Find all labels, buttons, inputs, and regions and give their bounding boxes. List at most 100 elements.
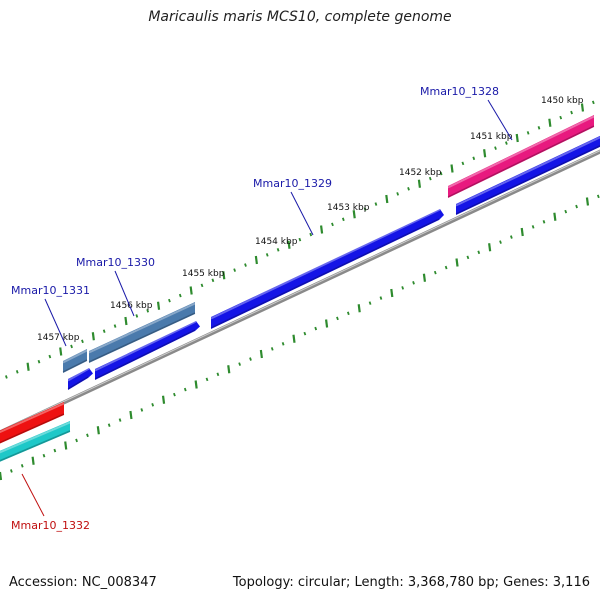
gene-bar-mmar10-1332[interactable] (0, 402, 65, 448)
ruler-tick (531, 225, 535, 229)
gene-callout-line (487, 99, 513, 141)
ruler-tick (580, 103, 585, 112)
ruler-tick (499, 240, 502, 244)
ruler-tick (26, 362, 30, 371)
ruler-tick (396, 192, 400, 196)
gene-label[interactable]: Mmar10_1330 (76, 256, 155, 269)
ruler-tick (585, 197, 590, 206)
gene-bar-mmar10-1331[interactable] (62, 349, 88, 373)
ruler-tick (390, 288, 394, 298)
ruler-tick (244, 263, 247, 267)
ruler-tick (292, 334, 296, 343)
ruler-tick (591, 100, 595, 105)
ruler-tick (488, 243, 492, 252)
ruler-tick (537, 126, 541, 130)
cds-bar-mmar10-1331[interactable] (67, 367, 93, 390)
ruler-tick (64, 441, 68, 450)
ruler-tick (59, 347, 63, 356)
ruler-tick (336, 316, 339, 321)
ruler-tick (183, 387, 187, 392)
cds-bar-mmar10-1328[interactable] (455, 134, 600, 215)
ruler-tick (129, 410, 133, 420)
ruler-tick-label: 1452 kbp (399, 168, 442, 178)
ruler-tick (520, 227, 524, 237)
ruler-tick (553, 212, 557, 221)
ruler-tick (303, 331, 307, 336)
ruler-tick (368, 301, 372, 305)
ruler-tick (265, 253, 269, 257)
gene-bar-mmar10-1330[interactable] (88, 302, 196, 363)
gene-label[interactable]: Mmar10_1328 (420, 85, 499, 98)
ruler-tick (314, 326, 318, 331)
ruler-tick (363, 207, 367, 211)
gene-label[interactable]: Mmar10_1332 (11, 519, 90, 532)
ruler-tick (570, 110, 573, 115)
gene-bar-mmar10-1328[interactable] (447, 115, 595, 198)
ruler-tick (53, 448, 57, 453)
ruler-tick (472, 156, 476, 161)
ruler-tick (249, 357, 252, 361)
ruler-tick (401, 286, 405, 290)
ruler-tick (379, 296, 383, 300)
ruler-tick (515, 133, 519, 143)
ruler-tick (81, 339, 84, 344)
ruler-tick (238, 362, 241, 366)
ruler-tick (222, 271, 226, 280)
genome-backbone-highlight (0, 150, 600, 432)
ruler-tick (227, 365, 231, 374)
ruler-tick (168, 298, 171, 303)
ruler-tick (477, 250, 481, 255)
ruler-tick (75, 438, 78, 443)
ruler-tick (385, 194, 389, 204)
ruler-tick-label: 1457 kbp (37, 333, 80, 343)
ruler-tick (559, 115, 563, 120)
ruler-tick (161, 395, 166, 404)
ruler-tick (96, 426, 100, 435)
ruler-tick (433, 270, 437, 275)
ruler-tick (309, 232, 313, 237)
cds-bar-mmar10-1332[interactable] (0, 421, 71, 466)
ruler-tick (124, 316, 128, 326)
ruler-tick (444, 265, 448, 270)
ruler-tick (357, 304, 361, 313)
ruler-tick (319, 225, 324, 234)
ruler-tick (450, 164, 454, 173)
gene-callout-line (44, 298, 67, 347)
ruler-tick (151, 403, 155, 407)
ruler-tick (352, 210, 356, 219)
ruler-tick (483, 149, 487, 158)
ruler-tick (439, 171, 443, 176)
map-title: Maricaulis maris MCS10, complete genome (148, 9, 452, 25)
ruler-tick (564, 209, 568, 214)
ruler-tick (494, 146, 497, 150)
ruler-tick (548, 118, 552, 127)
ruler-tick (48, 354, 52, 359)
gene-callout-line (114, 270, 135, 317)
ruler-tick-label: 1456 kbp (110, 301, 153, 311)
ruler-tick (135, 314, 139, 318)
gene-callout-line (290, 191, 314, 236)
ruler-tick (341, 217, 345, 222)
ruler-tick (505, 141, 508, 145)
ruler-tick (407, 187, 410, 191)
gene-label[interactable]: Mmar10_1329 (253, 177, 332, 190)
gene-label[interactable]: Mmar10_1331 (11, 284, 90, 297)
ruler-tick (189, 286, 193, 295)
ruler-tick (510, 235, 513, 239)
ruler-tick (596, 194, 600, 199)
cds-bar-mmar10-1329[interactable] (210, 208, 444, 329)
ruler-tick (298, 237, 302, 242)
ruler-tick (107, 423, 111, 427)
ruler-tick (374, 202, 378, 206)
genome-backbone (0, 149, 600, 435)
cds-bar-mmar10-1330[interactable] (94, 320, 200, 380)
gene-features (0, 115, 600, 466)
ruler-tick-label: 1455 kbp (182, 269, 225, 279)
ruler-tick (200, 283, 204, 288)
accession-text: Accession: NC_008347 (9, 575, 157, 590)
gene-callouts: Mmar10_1328Mmar10_1329Mmar10_1330Mmar10_… (11, 85, 513, 532)
ruler-tick (331, 222, 334, 227)
ruler-tick (575, 204, 578, 209)
ruler-tick (70, 344, 73, 349)
